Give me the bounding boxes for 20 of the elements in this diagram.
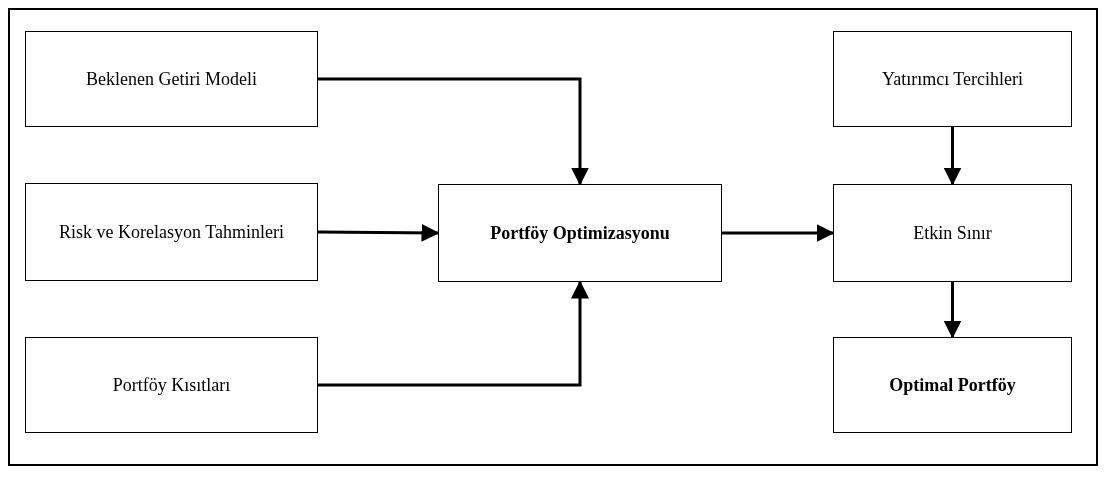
process-box bbox=[833, 337, 1072, 433]
process-box bbox=[25, 183, 318, 281]
process-box bbox=[25, 337, 318, 433]
box-label: Portföy Kısıtları bbox=[112, 373, 231, 397]
process-box bbox=[833, 31, 1072, 127]
arrow bbox=[943, 282, 962, 339]
process-box bbox=[438, 184, 722, 282]
box-label: Beklenen Getiri Modeli bbox=[86, 67, 257, 91]
box-label: Optimal Portföy bbox=[889, 373, 1016, 397]
process-box bbox=[25, 31, 318, 127]
box-label: Risk ve Korelasyon Tahminleri bbox=[59, 220, 284, 244]
arrow bbox=[318, 223, 440, 242]
arrow bbox=[318, 77, 589, 186]
box-label: Portföy Optimizasyonu bbox=[490, 221, 670, 245]
arrow bbox=[318, 280, 589, 387]
process-box bbox=[833, 184, 1072, 282]
arrow bbox=[722, 224, 835, 242]
box-label: Yatırımcı Tercihleri bbox=[881, 67, 1023, 91]
box-label: Etkin Sınır bbox=[913, 221, 992, 245]
arrow bbox=[943, 127, 962, 186]
